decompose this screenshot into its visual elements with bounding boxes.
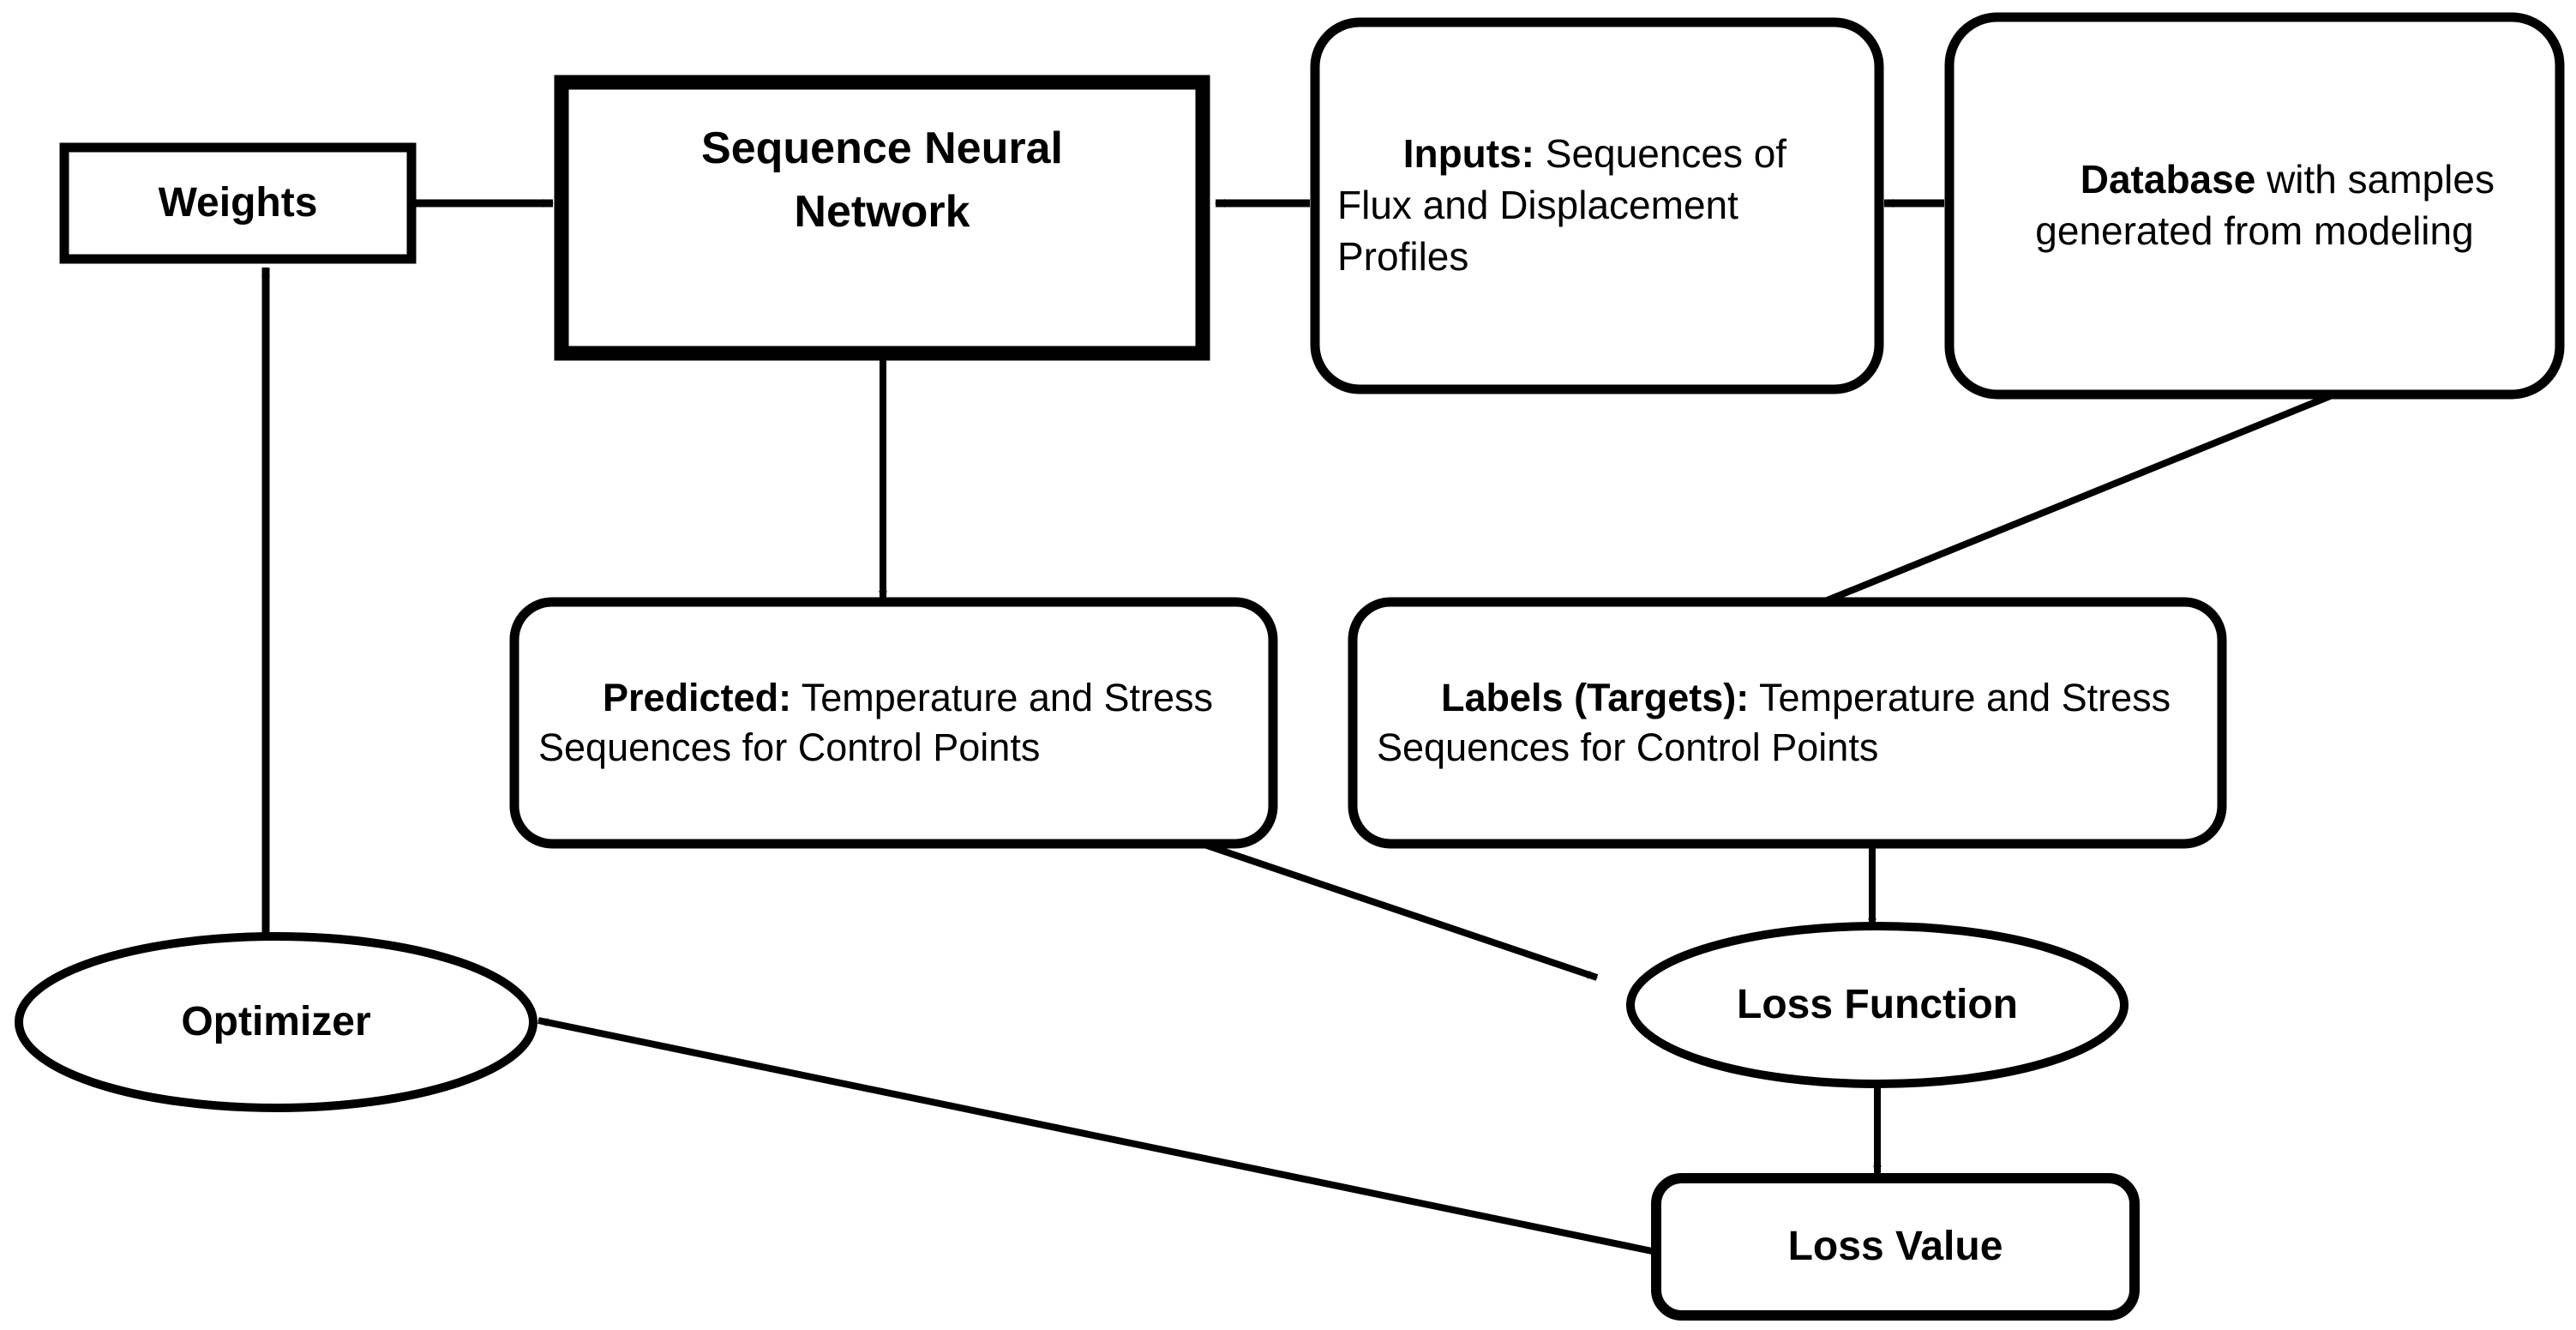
edge-loss-value-to-optimizer: [537, 1017, 1657, 1255]
node-shape-labels-targets[interactable]: [1348, 597, 2227, 849]
node-shape-loss-function[interactable]: [1626, 922, 2129, 1088]
node-shape-loss-value[interactable]: [1651, 1173, 2140, 1321]
node-shape-database[interactable]: [1944, 12, 2565, 400]
node-shape-weights[interactable]: [59, 142, 417, 264]
edge-predicted-to-loss-function: [1198, 840, 1599, 981]
node-shape-predicted[interactable]: [509, 597, 1278, 849]
node-shape-optimizer[interactable]: [15, 932, 537, 1112]
node-shape-sequence-neural-network[interactable]: [554, 75, 1210, 361]
edge-database-to-labels: [1804, 393, 2332, 612]
node-shape-inputs[interactable]: [1310, 17, 1884, 394]
